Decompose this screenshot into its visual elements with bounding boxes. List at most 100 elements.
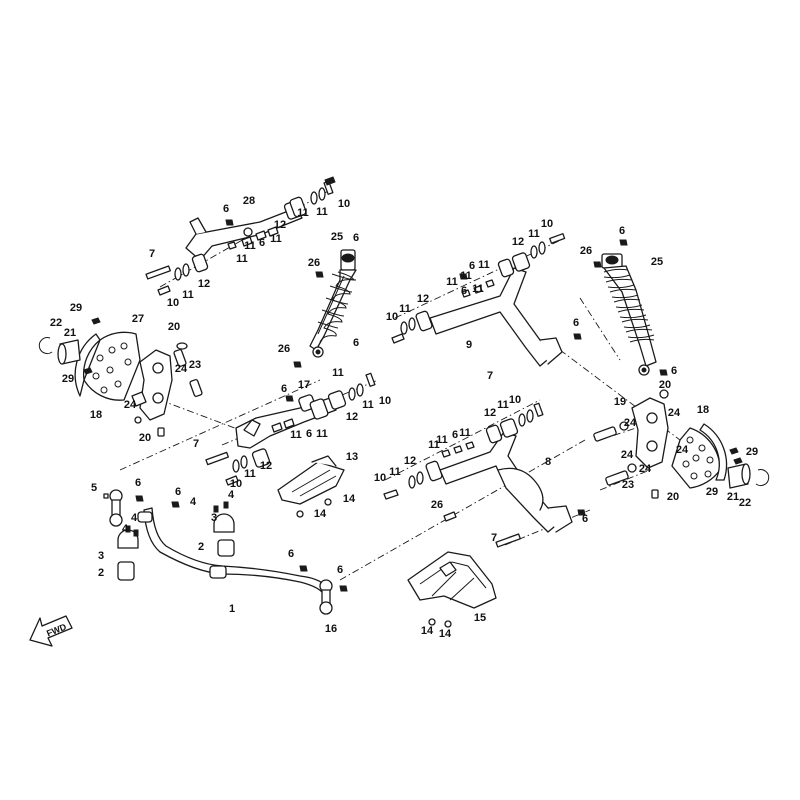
callout-label-12: 12 xyxy=(198,278,210,290)
callout-label-25: 25 xyxy=(331,231,343,243)
callout-label-6: 6 xyxy=(573,317,579,329)
callout-label-10: 10 xyxy=(230,478,242,490)
callout-label-8: 8 xyxy=(545,456,551,468)
callout-label-26: 26 xyxy=(308,257,320,269)
callout-label-21: 21 xyxy=(727,491,739,503)
callout-label-10: 10 xyxy=(167,297,179,309)
callout-label-11: 11 xyxy=(459,427,471,439)
callout-label-12: 12 xyxy=(512,236,524,248)
callout-label-22: 22 xyxy=(50,317,62,329)
upper-a-arm-right xyxy=(391,233,582,367)
callout-label-24: 24 xyxy=(639,463,652,475)
callout-label-11: 11 xyxy=(236,253,248,265)
callout-label-4: 4 xyxy=(228,489,235,501)
shock-absorber-right xyxy=(593,239,668,376)
skid-plate-large xyxy=(407,551,497,628)
callout-label-10: 10 xyxy=(374,472,386,484)
skid-plate-small xyxy=(277,455,345,518)
callout-label-11: 11 xyxy=(472,283,484,295)
callout-label-24: 24 xyxy=(621,449,634,461)
callout-label-24: 24 xyxy=(124,399,137,411)
callout-label-11: 11 xyxy=(528,228,540,240)
callout-label-26: 26 xyxy=(431,499,443,511)
knuckle-left xyxy=(83,317,203,437)
callout-label-11: 11 xyxy=(446,276,458,288)
callout-label-4: 4 xyxy=(131,512,138,524)
callout-label-14: 14 xyxy=(439,628,452,640)
callout-label-6: 6 xyxy=(452,429,458,441)
callout-label-26: 26 xyxy=(278,343,290,355)
lower-a-arm-right xyxy=(383,402,586,548)
callout-label-11: 11 xyxy=(270,233,282,245)
callout-label-6: 6 xyxy=(281,383,287,395)
stabilizer-link-right xyxy=(299,565,348,615)
callout-label-11: 11 xyxy=(436,434,448,446)
callout-label-20: 20 xyxy=(667,491,679,503)
callout-label-11: 11 xyxy=(316,206,328,218)
callout-label-6: 6 xyxy=(135,477,141,489)
callout-label-12: 12 xyxy=(346,411,358,423)
callout-label-26: 26 xyxy=(580,245,592,257)
callout-label-11: 11 xyxy=(478,259,490,271)
callout-label-25: 25 xyxy=(651,256,663,268)
callout-label-7: 7 xyxy=(149,248,155,260)
callout-label-6: 6 xyxy=(175,486,181,498)
callout-label-29: 29 xyxy=(746,446,758,458)
callout-label-12: 12 xyxy=(260,460,272,472)
callout-label-6: 6 xyxy=(469,260,475,272)
callout-label-24: 24 xyxy=(624,417,637,429)
callout-label-7: 7 xyxy=(487,370,493,382)
shock-spring-left xyxy=(317,271,357,343)
callout-label-11: 11 xyxy=(244,240,256,252)
callout-label-13: 13 xyxy=(346,451,358,463)
callout-label-11: 11 xyxy=(182,289,194,301)
callout-label-6: 6 xyxy=(259,237,265,249)
callout-label-20: 20 xyxy=(139,432,151,444)
wheel-bearing-right xyxy=(727,447,770,489)
shock-absorber-left xyxy=(293,249,357,368)
callout-label-29: 29 xyxy=(62,373,74,385)
callout-label-12: 12 xyxy=(417,293,429,305)
callout-label-24: 24 xyxy=(668,407,681,419)
callout-label-7: 7 xyxy=(193,438,199,450)
callout-label-6: 6 xyxy=(288,548,294,560)
callout-label-10: 10 xyxy=(509,394,521,406)
upper-a-arm-left xyxy=(145,176,336,296)
callout-label-14: 14 xyxy=(343,493,356,505)
callout-label-11: 11 xyxy=(389,466,401,478)
callout-label-11: 11 xyxy=(316,428,328,440)
callout-label-28: 28 xyxy=(243,195,255,207)
callout-label-11: 11 xyxy=(297,207,309,219)
callout-label-3: 3 xyxy=(211,512,217,524)
callout-label-19: 19 xyxy=(614,396,626,408)
callout-label-2: 2 xyxy=(198,541,204,553)
callout-label-6: 6 xyxy=(353,337,359,349)
callout-label-15: 15 xyxy=(474,612,486,624)
callout-label-10: 10 xyxy=(541,218,553,230)
callout-label-6: 6 xyxy=(671,365,677,377)
callout-label-6: 6 xyxy=(353,232,359,244)
callout-label-11: 11 xyxy=(244,468,256,480)
callout-label-6: 6 xyxy=(582,513,588,525)
callout-label-10: 10 xyxy=(379,395,391,407)
callout-label-18: 18 xyxy=(697,404,709,416)
callout-label-11: 11 xyxy=(362,399,374,411)
callout-label-12: 12 xyxy=(274,219,286,231)
callout-label-23: 23 xyxy=(189,359,201,371)
callout-label-16: 16 xyxy=(325,623,337,635)
callout-label-11: 11 xyxy=(497,399,509,411)
callout-label-11: 11 xyxy=(428,439,440,451)
callout-label-2: 2 xyxy=(98,567,104,579)
callout-label-5: 5 xyxy=(91,482,97,494)
callout-label-12: 12 xyxy=(484,407,496,419)
callout-label-14: 14 xyxy=(421,625,434,637)
forward-direction-arrow: FWD xyxy=(29,615,73,647)
callout-label-9: 9 xyxy=(466,339,472,351)
brake-disc-left xyxy=(74,331,141,401)
stabilizer-link-left xyxy=(103,489,180,527)
bushing-clamps xyxy=(117,501,235,581)
callout-label-12: 12 xyxy=(404,455,416,467)
